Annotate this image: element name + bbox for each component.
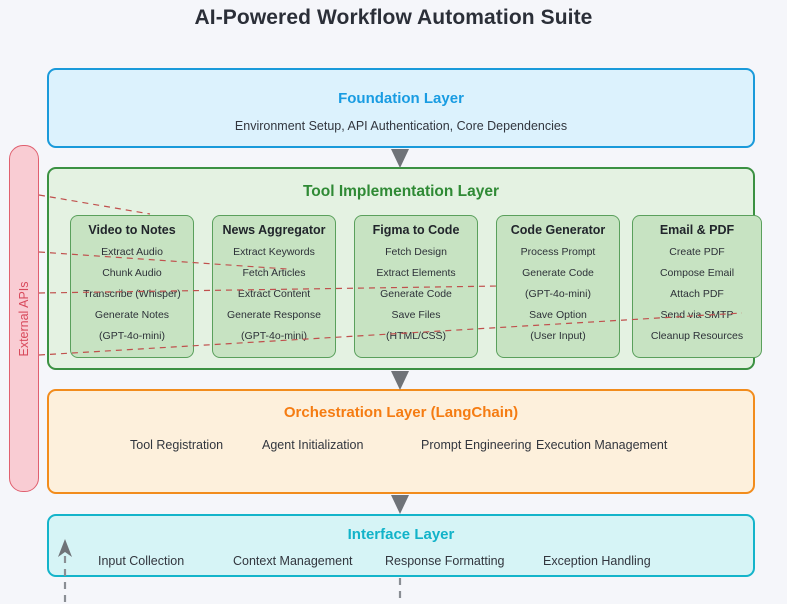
orchestration-item-agent-initialization: Agent Initialization (262, 438, 364, 452)
tool-step: (GPT-4o-mini) (99, 330, 165, 342)
tool-step: Process Prompt (520, 246, 596, 258)
tool-card-title: Email & PDF (659, 223, 735, 237)
arrow-down-icon (391, 495, 409, 514)
tool-step: Generate Response (227, 309, 321, 321)
tool-step: Fetch Design (385, 246, 447, 258)
tool-step: Chunk Audio (102, 267, 162, 279)
tool-step: Save Files (391, 309, 441, 321)
tool-implementation-layer-box[interactable]: Tool Implementation Layer Video to Notes… (47, 167, 762, 370)
orchestration-item-tool-registration: Tool Registration (130, 438, 224, 452)
tool-step: Save Option (529, 309, 587, 321)
tool-card-title: Video to Notes (88, 223, 176, 237)
orchestration-item-execution-management: Execution Management (536, 438, 668, 452)
tool-card-title: News Aggregator (222, 223, 326, 237)
orchestration-layer-title: Orchestration Layer (LangChain) (283, 404, 519, 421)
interface-item-input-collection: Input Collection (98, 554, 185, 568)
tool-step: Cleanup Resources (650, 330, 744, 342)
tool-step: Generate Code (380, 288, 452, 300)
tool-step: Attach PDF (670, 288, 724, 300)
foundation-layer-title: Foundation Layer (338, 90, 464, 107)
tool-step: (HTML/CSS) (385, 330, 447, 342)
interface-layer-title: Interface Layer (347, 526, 455, 543)
external-apis-panel[interactable]: External APIs (9, 145, 39, 492)
arrow-down-icon (391, 149, 409, 168)
tool-step: Extract Content (237, 288, 311, 300)
orchestration-layer-box[interactable]: Orchestration Layer (LangChain) Tool Reg… (47, 389, 755, 494)
tool-step: Extract Audio (101, 246, 163, 258)
external-apis-label: External APIs (17, 280, 31, 357)
arrow-down-icon (391, 371, 409, 390)
tool-step: Generate Notes (94, 309, 170, 321)
interface-item-response-formatting: Response Formatting (385, 554, 505, 568)
tool-step: Fetch Articles (242, 267, 306, 279)
orchestration-item-prompt-engineering: Prompt Engineering (421, 438, 532, 452)
tool-card-email-and-pdf[interactable]: Email & PDF Create PDF Compose Email Att… (632, 215, 762, 358)
page-title: AI-Powered Workflow Automation Suite (194, 6, 593, 29)
tool-card-figma-to-code[interactable]: Figma to Code Fetch Design Extract Eleme… (354, 215, 478, 358)
tool-step: Compose Email (659, 267, 735, 279)
tool-implementation-layer-title: Tool Implementation Layer (302, 183, 500, 200)
tool-card-code-generator[interactable]: Code Generator Process Prompt Generate C… (496, 215, 620, 358)
interface-item-exception-handling: Exception Handling (543, 554, 651, 568)
interface-layer-box[interactable]: Interface Layer Input Collection Context… (47, 514, 755, 577)
tool-card-title: Figma to Code (372, 223, 460, 237)
tool-step: Create PDF (669, 246, 725, 258)
tool-step: Generate Code (522, 267, 594, 279)
tool-step: (GPT-4o-mini) (241, 330, 307, 342)
foundation-layer-box[interactable]: Foundation Layer Environment Setup, API … (47, 68, 755, 148)
tool-step: (User Input) (530, 330, 586, 342)
tool-step: Extract Keywords (233, 246, 315, 258)
tool-card-video-to-notes[interactable]: Video to Notes Extract Audio Chunk Audio… (70, 215, 194, 358)
tool-step: (GPT-4o-mini) (525, 288, 591, 300)
tool-step: Transcribe (Whisper) (83, 288, 181, 300)
tool-card-title: Code Generator (510, 223, 606, 237)
interface-item-context-management: Context Management (233, 554, 353, 568)
tool-step: Extract Elements (376, 267, 456, 279)
tool-card-news-aggregator[interactable]: News Aggregator Extract Keywords Fetch A… (212, 215, 336, 358)
tool-step: Send via SMTP (660, 309, 734, 321)
foundation-layer-subtitle: Environment Setup, API Authentication, C… (234, 119, 568, 133)
